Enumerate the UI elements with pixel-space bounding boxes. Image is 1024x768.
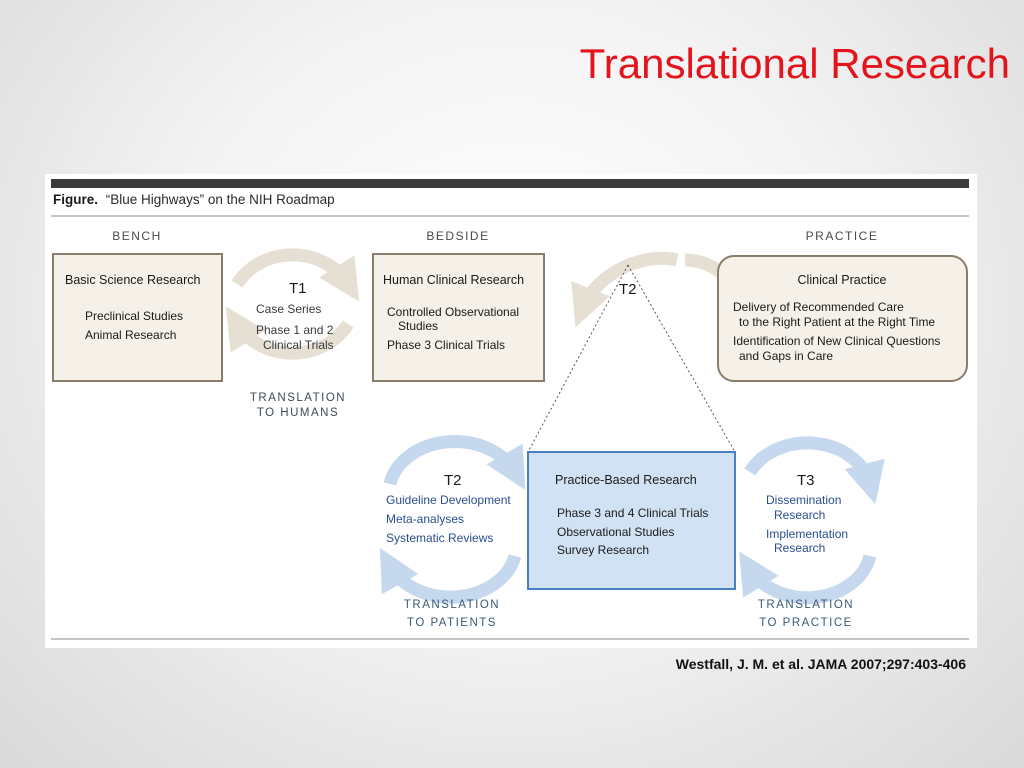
practice-based-line-3: Survey Research <box>557 543 649 557</box>
practice-based-line-1: Phase 3 and 4 Clinical Trials <box>557 506 708 520</box>
human-box-title: Human Clinical Research <box>383 273 524 287</box>
t3-cycle-arrows <box>739 436 885 605</box>
t1-line-3: Clinical Trials <box>263 338 334 352</box>
figure-panel: Figure. “Blue Highways” on the NIH Roadm… <box>45 174 977 648</box>
box-practice-based: Practice-Based Research Phase 3 and 4 Cl… <box>527 451 736 590</box>
t3-line-4: Research <box>774 541 825 555</box>
t2-caption-2: TO PATIENTS <box>407 617 497 629</box>
t3-label: T3 <box>797 472 815 489</box>
stage-practice: PRACTICE <box>806 229 879 243</box>
svg-text:Figure. “Blue Highways”: Figure. “Blue Highways” on the NIH Roadm… <box>53 192 335 207</box>
basic-line-2: Animal Research <box>85 328 176 342</box>
t3-line-2: Research <box>774 508 825 522</box>
stage-bench: BENCH <box>112 229 162 243</box>
clinical-line-2: to the Right Patient at the Right Time <box>739 315 935 329</box>
t1-caption-1: TRANSLATION <box>250 392 346 404</box>
t3-caption-1: TRANSLATION <box>758 599 854 611</box>
practice-based-title: Practice-Based Research <box>555 473 697 487</box>
human-line-2: Studies <box>398 319 438 333</box>
clinical-line-1: Delivery of Recommended Care <box>733 300 904 314</box>
t3-caption-2: TO PRACTICE <box>759 617 853 629</box>
header-bar <box>51 179 969 188</box>
clinical-box-title: Clinical Practice <box>798 273 887 287</box>
t2-top-label: T2 <box>619 281 637 298</box>
t2-line-3: Systematic Reviews <box>386 531 493 545</box>
t2-line-2: Meta-analyses <box>386 512 464 526</box>
figure-caption-text: “Blue Highways” on the NIH Roadmap <box>106 192 335 207</box>
box-clinical-practice: Clinical Practice Delivery of Recommende… <box>717 255 968 382</box>
citation: Westfall, J. M. et al. JAMA 2007;297:403… <box>675 656 966 672</box>
stage-bedside: BEDSIDE <box>426 229 489 243</box>
t1-line-1: Case Series <box>256 302 321 316</box>
t1-line-2: Phase 1 and 2 <box>256 323 334 337</box>
clinical-line-3: Identification of New Clinical Questions <box>733 334 940 348</box>
box-basic-science: Basic Science Research Preclinical Studi… <box>52 253 223 382</box>
box-human-clinical: Human Clinical Research Controlled Obser… <box>372 253 545 382</box>
basic-line-1: Preclinical Studies <box>85 309 183 323</box>
basic-box-title: Basic Science Research <box>65 273 201 287</box>
human-line-3: Phase 3 Clinical Trials <box>387 338 505 352</box>
practice-based-line-2: Observational Studies <box>557 525 674 539</box>
zoom-dotted-lines <box>527 264 736 453</box>
clinical-line-4: and Gaps in Care <box>739 349 833 363</box>
t2-cycle-arrows <box>379 435 526 604</box>
t3-line-3: Implementation <box>766 527 848 541</box>
t1-caption-2: TO HUMANS <box>257 407 339 419</box>
slide-title: Translational Research <box>579 40 1010 87</box>
t3-line-1: Dissemination <box>766 493 841 507</box>
t1-label: T1 <box>289 280 307 297</box>
figure-caption-label: Figure. <box>53 192 98 207</box>
human-line-1: Controlled Observational <box>387 305 519 319</box>
t2-label: T2 <box>444 472 462 489</box>
t2-caption-1: TRANSLATION <box>404 599 500 611</box>
t1-cycle-arrows <box>225 248 360 360</box>
t2-line-1: Guideline Development <box>386 493 511 507</box>
